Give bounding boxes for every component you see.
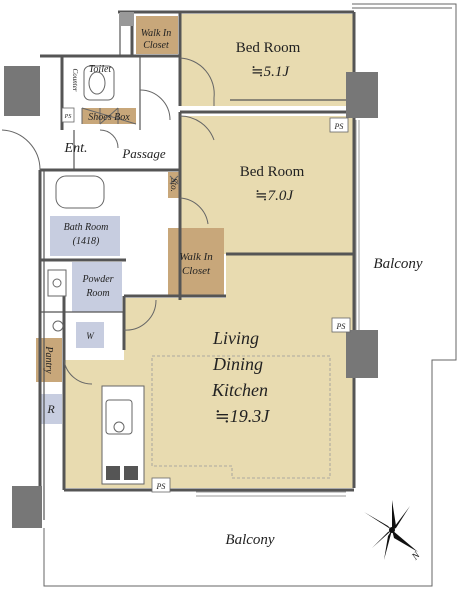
ceiling-lines: [151, 355, 331, 479]
compass-rose: [364, 500, 418, 560]
door-swings: [1, 57, 215, 385]
refrigerator-label: R: [46, 402, 55, 416]
walk-in-closet-1: [136, 16, 178, 54]
storage-label: Sto.: [169, 178, 179, 192]
walk-in-1-line-1: Walk In: [141, 28, 171, 39]
kitchen-counter: [101, 385, 145, 485]
passage-label: Passage: [121, 146, 166, 161]
bath-name: Bath Room: [64, 222, 109, 233]
powder-line-1: Powder: [81, 274, 113, 285]
bath-room: [50, 216, 120, 256]
balcony-south-label: Balcony: [225, 532, 274, 548]
columns: [4, 12, 378, 528]
windows: [196, 120, 360, 497]
bath-size: (1418): [73, 236, 100, 247]
bedroom-2-name: Bed Room: [240, 164, 305, 180]
ldk-line-1: Living: [212, 328, 259, 348]
toilet-label: Toilet: [89, 64, 112, 75]
ps-boxes: [61, 107, 351, 493]
walk-in-closet-2: [168, 228, 224, 296]
entrance-label: Ent.: [64, 141, 88, 156]
refrigerator: [40, 394, 62, 424]
balcony-east-label: Balcony: [373, 256, 422, 272]
walk-in-2-line-1: Walk In: [179, 251, 213, 263]
shoes-box-label: Shoes Box: [88, 112, 130, 123]
ps-label-3: PS: [156, 482, 166, 491]
fixtures: [47, 65, 179, 332]
powder-line-2: Room: [85, 288, 109, 299]
ps-label-1: PS: [334, 122, 344, 131]
walk-in-1-line-2: Closet: [143, 40, 169, 51]
balcony-outline: [43, 3, 457, 587]
storage: [168, 172, 180, 198]
counter-label: Counter: [71, 69, 79, 92]
ldk-line-3: Kitchen: [211, 380, 268, 400]
walk-in-2-line-2: Closet: [182, 265, 211, 277]
washer-label: W: [86, 331, 95, 341]
ps-label-4: PS: [64, 114, 72, 120]
powder-room: [72, 262, 122, 312]
washer: [76, 322, 104, 348]
ps-label-2: PS: [336, 322, 346, 331]
north-label: N: [409, 549, 423, 563]
ldk-size: ≒19.3J: [215, 406, 271, 426]
pantry-label: Pantry: [43, 345, 54, 374]
thin-walls: [40, 14, 354, 520]
bedroom-1-size: ≒5.1J: [251, 64, 290, 80]
bedroom-1-name: Bed Room: [236, 40, 301, 56]
labels: Bed Room ≒5.1J Bed Room ≒7.0J Living Din…: [43, 28, 423, 563]
bedroom-2-size: ≒7.0J: [255, 188, 294, 204]
bedroom-1: [180, 14, 354, 106]
ldk-line-2: Dining: [212, 354, 263, 374]
